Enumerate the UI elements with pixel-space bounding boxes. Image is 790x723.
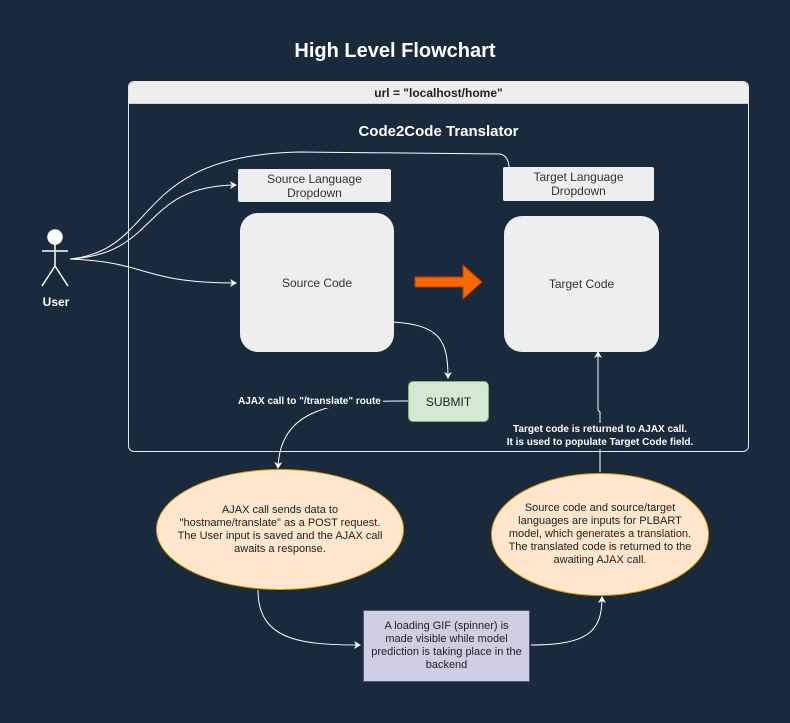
- target-code-box[interactable]: Target Code: [504, 216, 659, 352]
- browser-frame: [128, 81, 749, 452]
- model-ellipse-line: awaiting AJAX call.: [553, 554, 647, 566]
- ajax-ellipse-line: "hostname/translate" as a POST request.: [179, 516, 381, 529]
- model-ellipse-line: languages are inputs for PLBART: [518, 515, 682, 527]
- spinner-line: made visible while model: [385, 633, 508, 645]
- source-to-submit-arrow: [392, 321, 452, 379]
- big-orange-arrow: [414, 263, 483, 301]
- source-dropdown-line1: Source Language: [267, 171, 362, 186]
- source-code-box[interactable]: Source Code: [240, 213, 394, 352]
- app-title: Code2Code Translator: [358, 123, 519, 140]
- return-label: Target code is returned to AJAX call. It…: [495, 423, 705, 449]
- user-to-source-code-arrow: [69, 258, 237, 287]
- user-to-source-dropdown-arrow: [69, 181, 237, 260]
- spinner-to-model-arrow: [530, 596, 606, 646]
- ajax-ellipse-line: awaits a response.: [234, 542, 326, 555]
- target-code-label: Target Code: [548, 277, 615, 291]
- target-dropdown-line1: Target Language: [533, 170, 624, 184]
- spinner-line: prediction is taking place in the: [371, 646, 522, 658]
- url-text: url = "localhost/home": [374, 85, 503, 100]
- ajax-to-spinner-arrow: [257, 589, 361, 649]
- user-stick-figure: [41, 229, 69, 287]
- source-language-dropdown[interactable]: Source Language Dropdown: [238, 169, 391, 202]
- ajax-ellipse-line: The User input is saved and the AJAX cal…: [177, 529, 383, 542]
- model-ellipse-line: The translated code is returned to the: [508, 541, 692, 553]
- model-translation-ellipse: Source code and source/target languages …: [491, 473, 709, 596]
- model-ellipse-line: Source code and source/target: [524, 502, 676, 514]
- submit-button[interactable]: SUBMIT: [408, 381, 489, 422]
- spinner-line: A loading GIF (spinner) is: [384, 620, 509, 632]
- return-label-line1: Target code is returned to AJAX call.: [513, 424, 687, 435]
- return-label-line2: It is used to populate Target Code field…: [506, 437, 694, 448]
- diagram-title: High Level Flowchart: [294, 40, 496, 62]
- ajax-call-label: AJAX call to "/translate" route: [236, 395, 383, 408]
- model-ellipse-line: model, which generates a translation.: [508, 528, 692, 540]
- user-to-target-dropdown-arrow: [69, 151, 513, 260]
- user-label: User: [42, 295, 70, 309]
- ajax-ellipse-line: AJAX call sends data to: [221, 503, 339, 516]
- loading-spinner-box: A loading GIF (spinner) is made visible …: [363, 610, 530, 682]
- url-bar: url = "localhost/home": [129, 82, 748, 104]
- source-code-label: Source Code: [281, 275, 353, 290]
- source-dropdown-line2: Dropdown: [287, 185, 342, 200]
- spinner-line: backend: [425, 659, 468, 671]
- ajax-request-ellipse: AJAX call sends data to "hostname/transl…: [156, 469, 404, 590]
- submit-label: SUBMIT: [425, 394, 472, 409]
- target-dropdown-line2: Dropdown: [551, 184, 606, 198]
- target-language-dropdown[interactable]: Target Language Dropdown: [503, 167, 654, 201]
